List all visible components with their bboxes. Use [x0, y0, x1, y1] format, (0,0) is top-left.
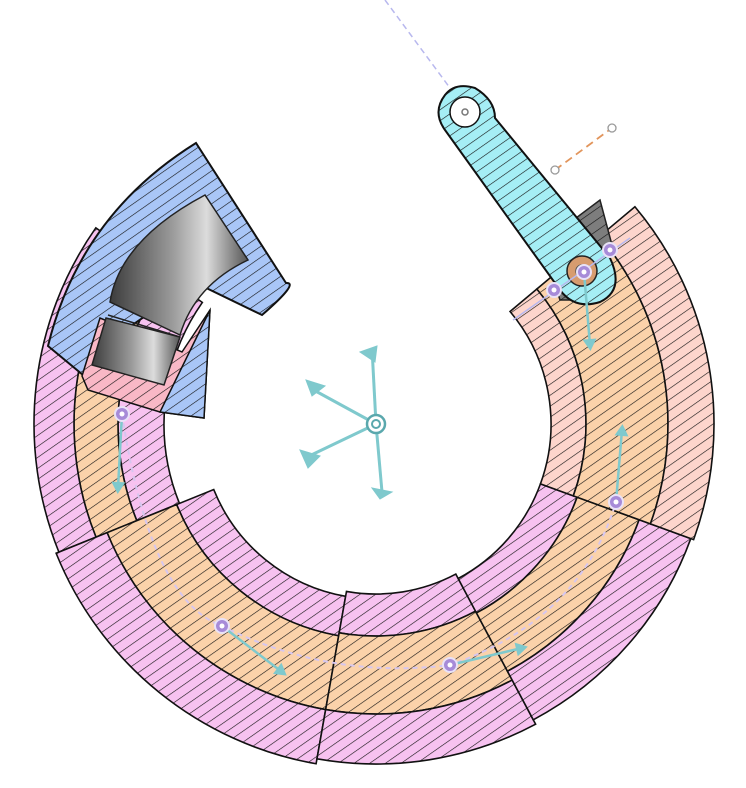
axis-guide-line — [384, 0, 451, 89]
segment-bottom-right-hatch-3 — [507, 519, 691, 720]
segment-bottom-left-hatch-2 — [107, 504, 339, 710]
orange-dimension-guide — [550, 123, 617, 175]
point-left-arrow-shaft — [116, 413, 124, 489]
blue-block-lower-hatch — [160, 310, 210, 418]
point-bottom-left-handle[interactable] — [214, 618, 287, 676]
segment-bottom-right-hatch-2 — [476, 497, 640, 672]
segment-bottom[interactable] — [316, 573, 537, 765]
point-bottom-left-dot-center — [219, 623, 225, 629]
segment-left-hatch-3 — [33, 227, 129, 553]
segment-bottom-right-hatch-1 — [458, 483, 578, 613]
segment-bottom-hatch-1 — [339, 574, 476, 636]
point-link-drop-handle[interactable] — [576, 264, 597, 351]
link-hatch — [438, 86, 616, 305]
segment-bottom-hatch-3 — [316, 680, 536, 764]
insert-seam — [107, 314, 181, 338]
metal-insert-lower[interactable] — [91, 317, 181, 386]
segment-right[interactable] — [508, 205, 715, 541]
point-link-left-dot-center — [551, 287, 557, 293]
segment-right-hatch-2 — [536, 236, 668, 524]
segment-right-hatch-3 — [599, 206, 715, 540]
segment-bottom-left[interactable] — [55, 488, 347, 765]
metal-insert-upper[interactable] — [109, 194, 250, 337]
point-link-drop-arrow-shaft — [582, 271, 592, 346]
pivot-point-icon — [461, 108, 469, 116]
link-top-hole[interactable] — [449, 96, 481, 128]
point-bottom-left-arrow-icon[interactable] — [272, 662, 287, 676]
segment-bottom-right[interactable] — [457, 482, 692, 721]
triad-manipulator-icon[interactable] — [299, 345, 394, 500]
point-right-handle[interactable] — [608, 424, 629, 510]
segment-bottom-left-hatch-3 — [56, 532, 326, 764]
point-bottom-handle[interactable] — [442, 642, 528, 673]
point-right-dot-center — [613, 499, 619, 505]
point-left-arrow-icon[interactable] — [111, 481, 126, 494]
point-bottom-dot-center — [447, 662, 453, 668]
point-bottom-left-arrow-shaft — [221, 625, 283, 673]
segment-bottom-hatch-2 — [325, 611, 513, 714]
point-link-right-handle[interactable] — [602, 242, 618, 258]
segment-right-hatch-1 — [510, 289, 586, 496]
blue-block-part[interactable] — [46, 141, 291, 419]
point-bottom-arrow-icon[interactable] — [514, 642, 528, 657]
segment-bottom-left-hatch-1 — [176, 489, 346, 636]
ring-segments — [33, 205, 715, 765]
point-left-handle[interactable] — [111, 406, 130, 494]
point-link-drop-arrow-icon[interactable] — [582, 338, 597, 351]
motion-path-curve — [121, 413, 617, 670]
link-arm[interactable] — [437, 85, 617, 306]
point-bottom-arrow-shaft — [449, 646, 523, 667]
point-link-right-dot-center — [607, 247, 613, 253]
point-right-arrow-icon[interactable] — [614, 424, 629, 437]
point-left-dot-center — [119, 411, 125, 417]
point-right-arrow-shaft — [614, 429, 624, 503]
point-manipulators[interactable] — [111, 242, 629, 676]
point-link-left-handle[interactable] — [546, 282, 562, 298]
point-link-drop-dot-center — [581, 269, 587, 275]
